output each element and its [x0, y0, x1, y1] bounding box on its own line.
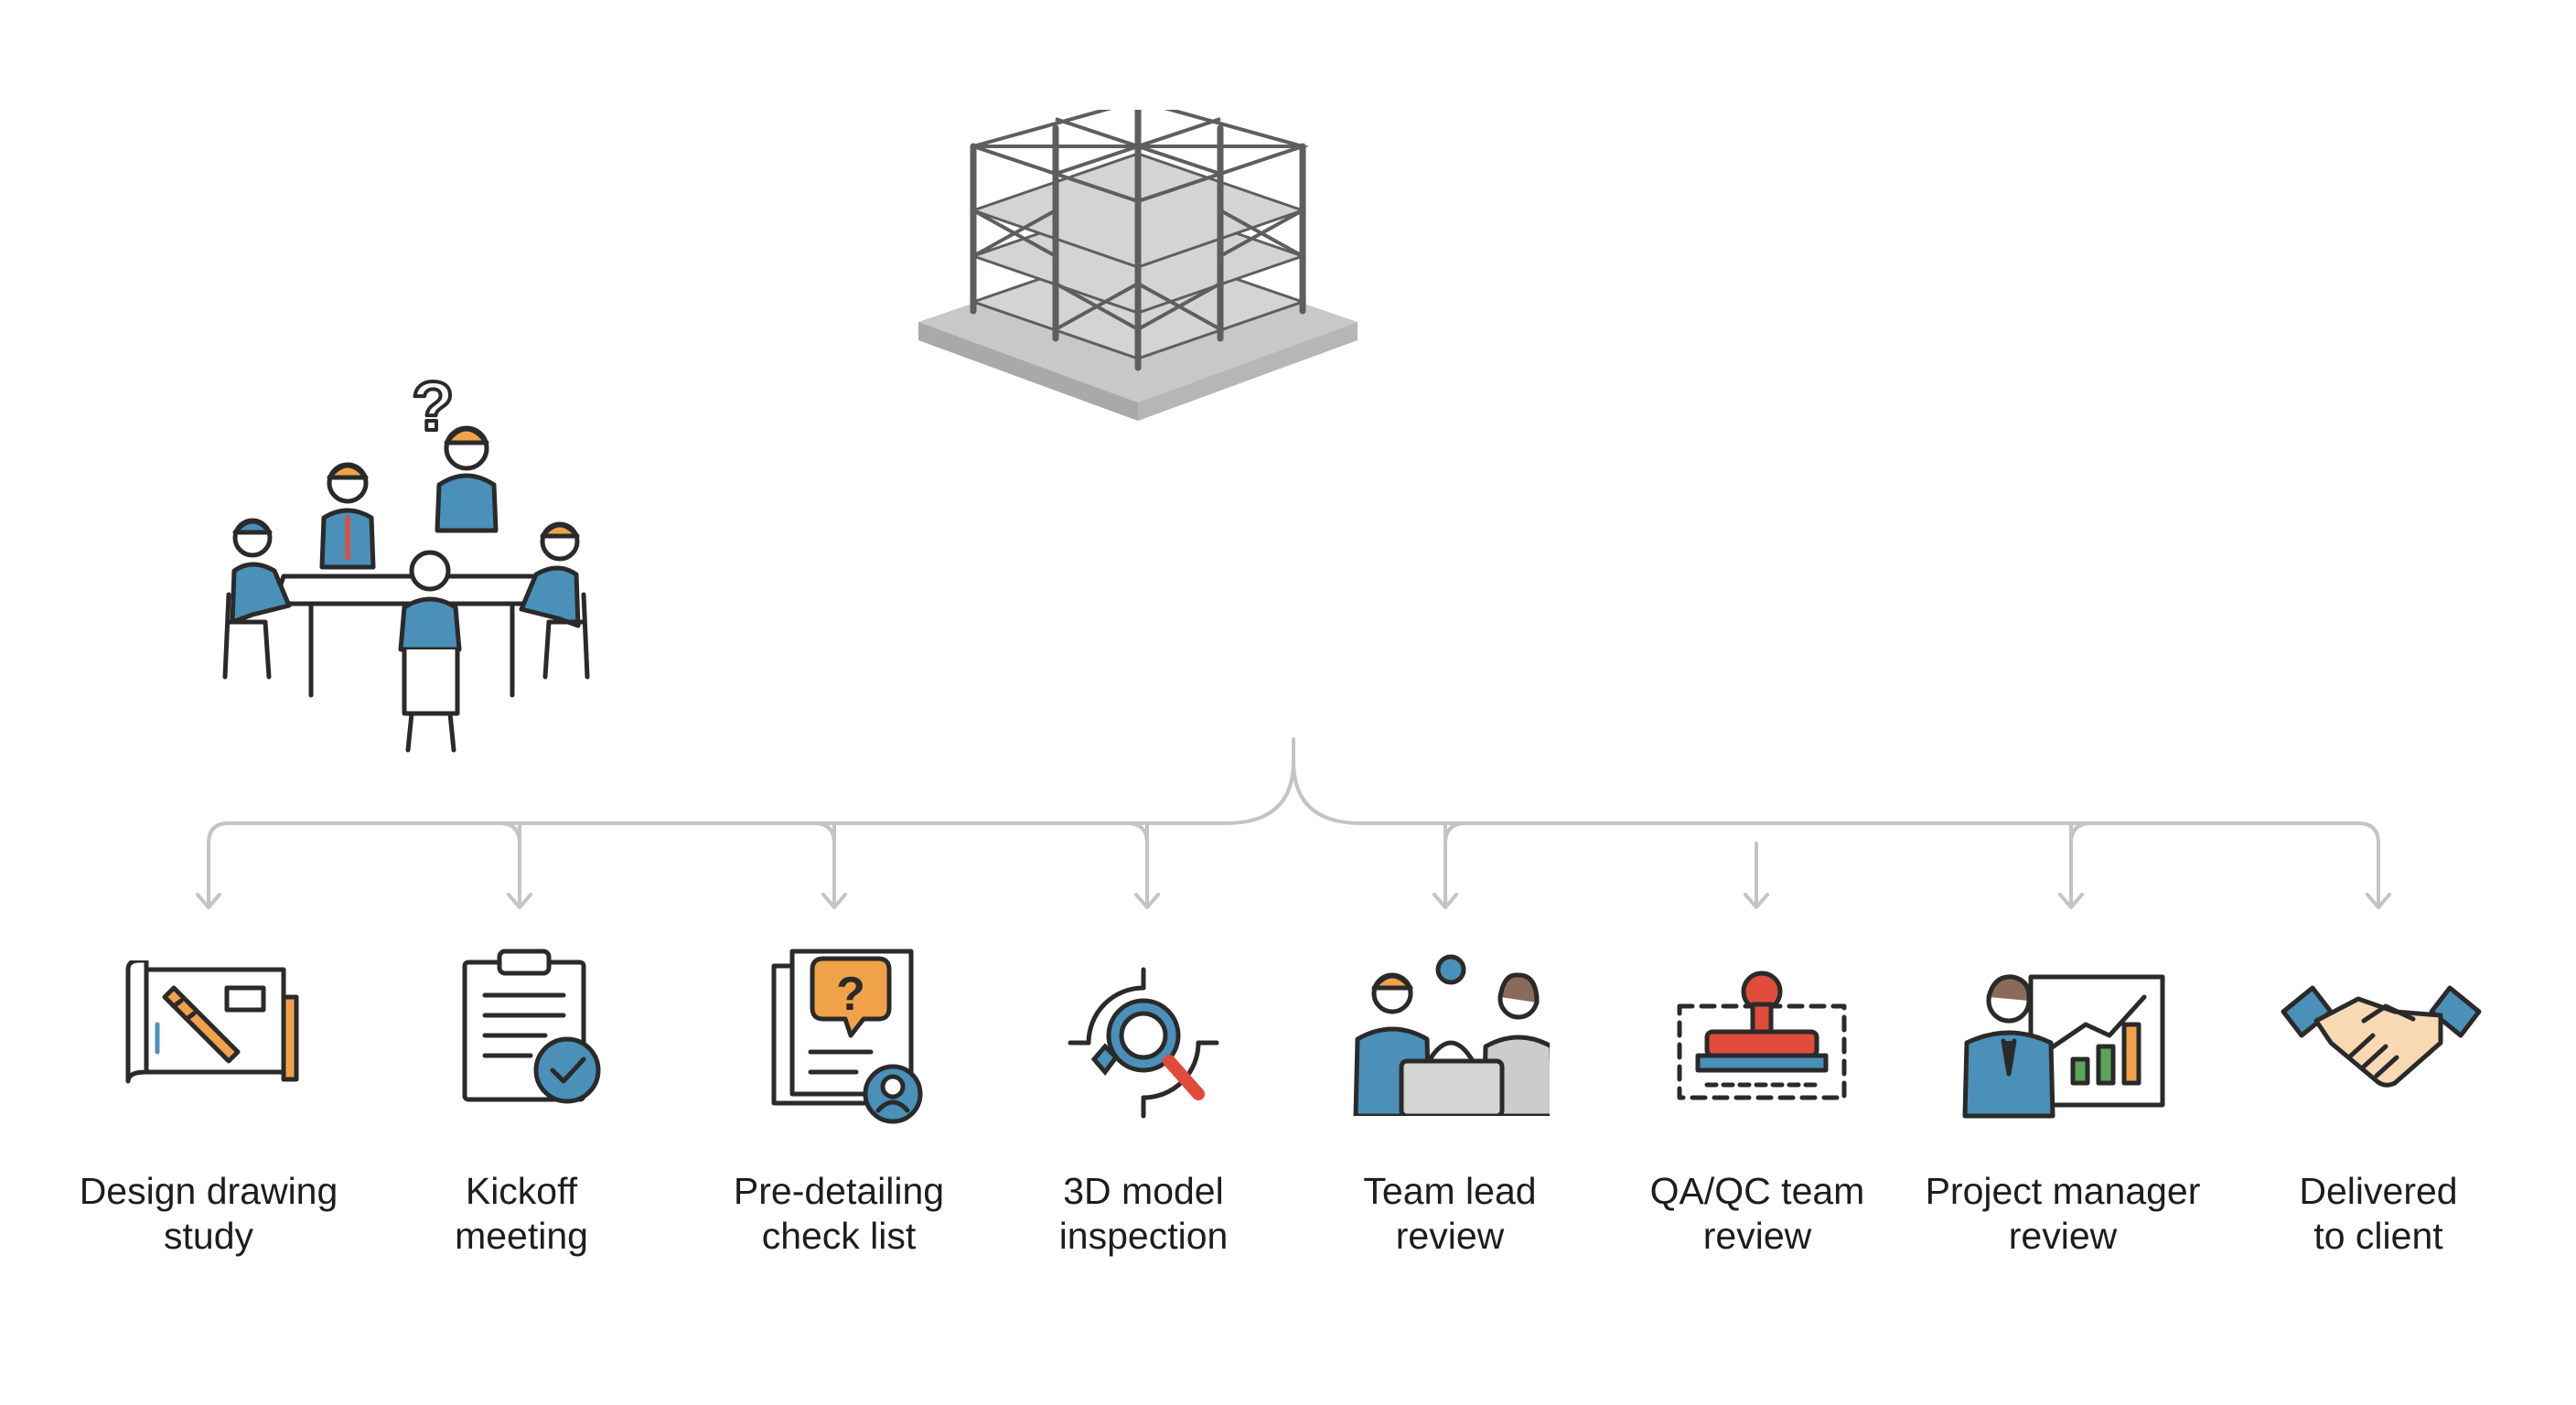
step-label-line: check list: [761, 1215, 917, 1257]
team-review-icon: [1353, 954, 1550, 1116]
svg-text:?: ?: [836, 968, 865, 1021]
step-label-line: meeting: [455, 1215, 588, 1257]
step-label-kickoff-meeting: Kickoff meeting: [370, 1169, 672, 1259]
step-label-project-manager-review: Project manager review: [1912, 1169, 2214, 1259]
step-label-line: review: [1702, 1215, 1812, 1257]
step-label-delivered-to-client: Delivered to client: [2227, 1169, 2529, 1259]
question-document-icon: ?: [771, 949, 923, 1124]
team-meeting-illustration: ?: [222, 375, 590, 753]
step-label-line: Delivered: [2299, 1170, 2458, 1212]
step-label-3d-model-inspection: 3D model inspection: [993, 1169, 1294, 1259]
step-label-line: 3D model: [1063, 1170, 1224, 1212]
step-label-design-drawing-study: Design drawing study: [58, 1169, 360, 1259]
step-label-line: inspection: [1058, 1215, 1229, 1257]
step-label-line: Kickoff: [465, 1170, 578, 1212]
svg-text:?: ?: [412, 375, 454, 445]
step-label-line: review: [2008, 1215, 2118, 1257]
step-label-pre-detailing-check-list: Pre-detailing check list: [688, 1169, 990, 1259]
step-label-line: QA/QC team: [1649, 1170, 1865, 1212]
step-label-line: study: [164, 1215, 253, 1257]
step-label-line: to client: [2313, 1215, 2443, 1257]
step-label-line: Team lead: [1363, 1170, 1537, 1212]
manager-chart-icon: [1962, 974, 2165, 1119]
step-label-line: Project manager: [1925, 1170, 2201, 1212]
step-label-team-lead-review: Team lead review: [1299, 1169, 1601, 1259]
magnifier-inspection-icon: [1068, 967, 1219, 1119]
handshake-icon: [2281, 985, 2482, 1088]
step-label-line: Pre-detailing: [733, 1170, 945, 1212]
stamp-icon: [1677, 971, 1847, 1100]
steel-structure-model: [918, 110, 1358, 421]
step-label-line: review: [1395, 1215, 1505, 1257]
step-label-line: Design drawing: [79, 1170, 338, 1212]
blueprint-icon: [125, 960, 299, 1084]
clipboard-check-icon: [462, 949, 601, 1104]
step-label-qa-qc-team-review: QA/QC team review: [1606, 1169, 1908, 1259]
